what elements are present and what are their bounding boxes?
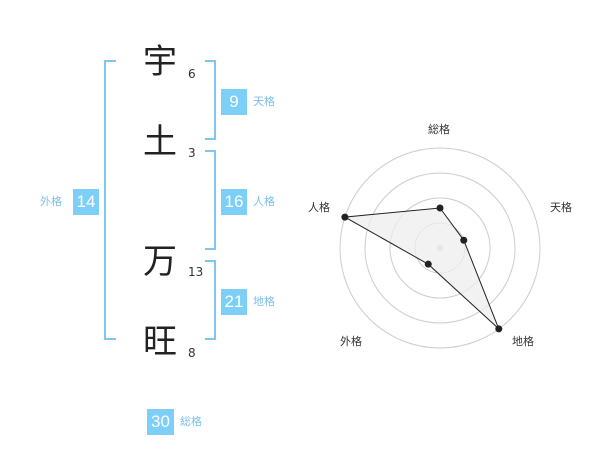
radar-point-4: [424, 260, 432, 268]
radar-axis-label-tenkaku: 天格: [550, 201, 572, 214]
fortune-radar-chart: [339, 147, 541, 349]
radar-grid-ring: [339, 147, 541, 349]
name-char-1: 宇: [143, 42, 177, 82]
chikaku-bracket: [205, 260, 216, 340]
chikaku-caption: 地格: [253, 295, 275, 308]
radar-axis-label-chikaku: 地格: [512, 335, 534, 348]
radar-point-2: [460, 236, 468, 244]
radar-points: [341, 204, 503, 333]
tenkaku-caption: 天格: [253, 95, 275, 108]
radar-point-5: [341, 213, 349, 221]
radar-axis-label-jinkaku: 人格: [308, 201, 330, 214]
gaikaku-score-badge: 14: [73, 189, 99, 215]
soukaku-score-badge: 30: [147, 409, 174, 435]
tenkaku-score-badge: 9: [221, 89, 247, 115]
name-char-2: 土: [143, 122, 177, 162]
chikaku-score-badge: 21: [221, 289, 247, 315]
jinkaku-caption: 人格: [253, 195, 275, 208]
radar-point-1: [436, 204, 444, 212]
radar-point-3: [495, 325, 503, 333]
jinkaku-score-badge: 16: [221, 189, 247, 215]
radar-grid-ring: [364, 172, 516, 324]
name-char-3: 万: [143, 242, 177, 282]
radar-axis-label-soukaku: 総格: [428, 123, 450, 136]
soukaku-caption: 総格: [180, 415, 202, 428]
stroke-count-1: 6: [188, 67, 196, 81]
stroke-count-2: 3: [188, 146, 196, 160]
stroke-count-4: 8: [188, 346, 196, 360]
radar-axis-label-gaikaku: 外格: [340, 335, 362, 348]
jinkaku-bracket: [205, 150, 216, 250]
gaikaku-caption: 外格: [40, 195, 62, 208]
name-char-4: 旺: [143, 322, 177, 362]
gaikaku-bracket: [104, 60, 116, 340]
radar-grid-ring: [389, 197, 491, 299]
radar-data-polygon: [343, 207, 500, 330]
tenkaku-bracket: [205, 60, 216, 140]
stroke-count-3: 13: [188, 265, 204, 279]
